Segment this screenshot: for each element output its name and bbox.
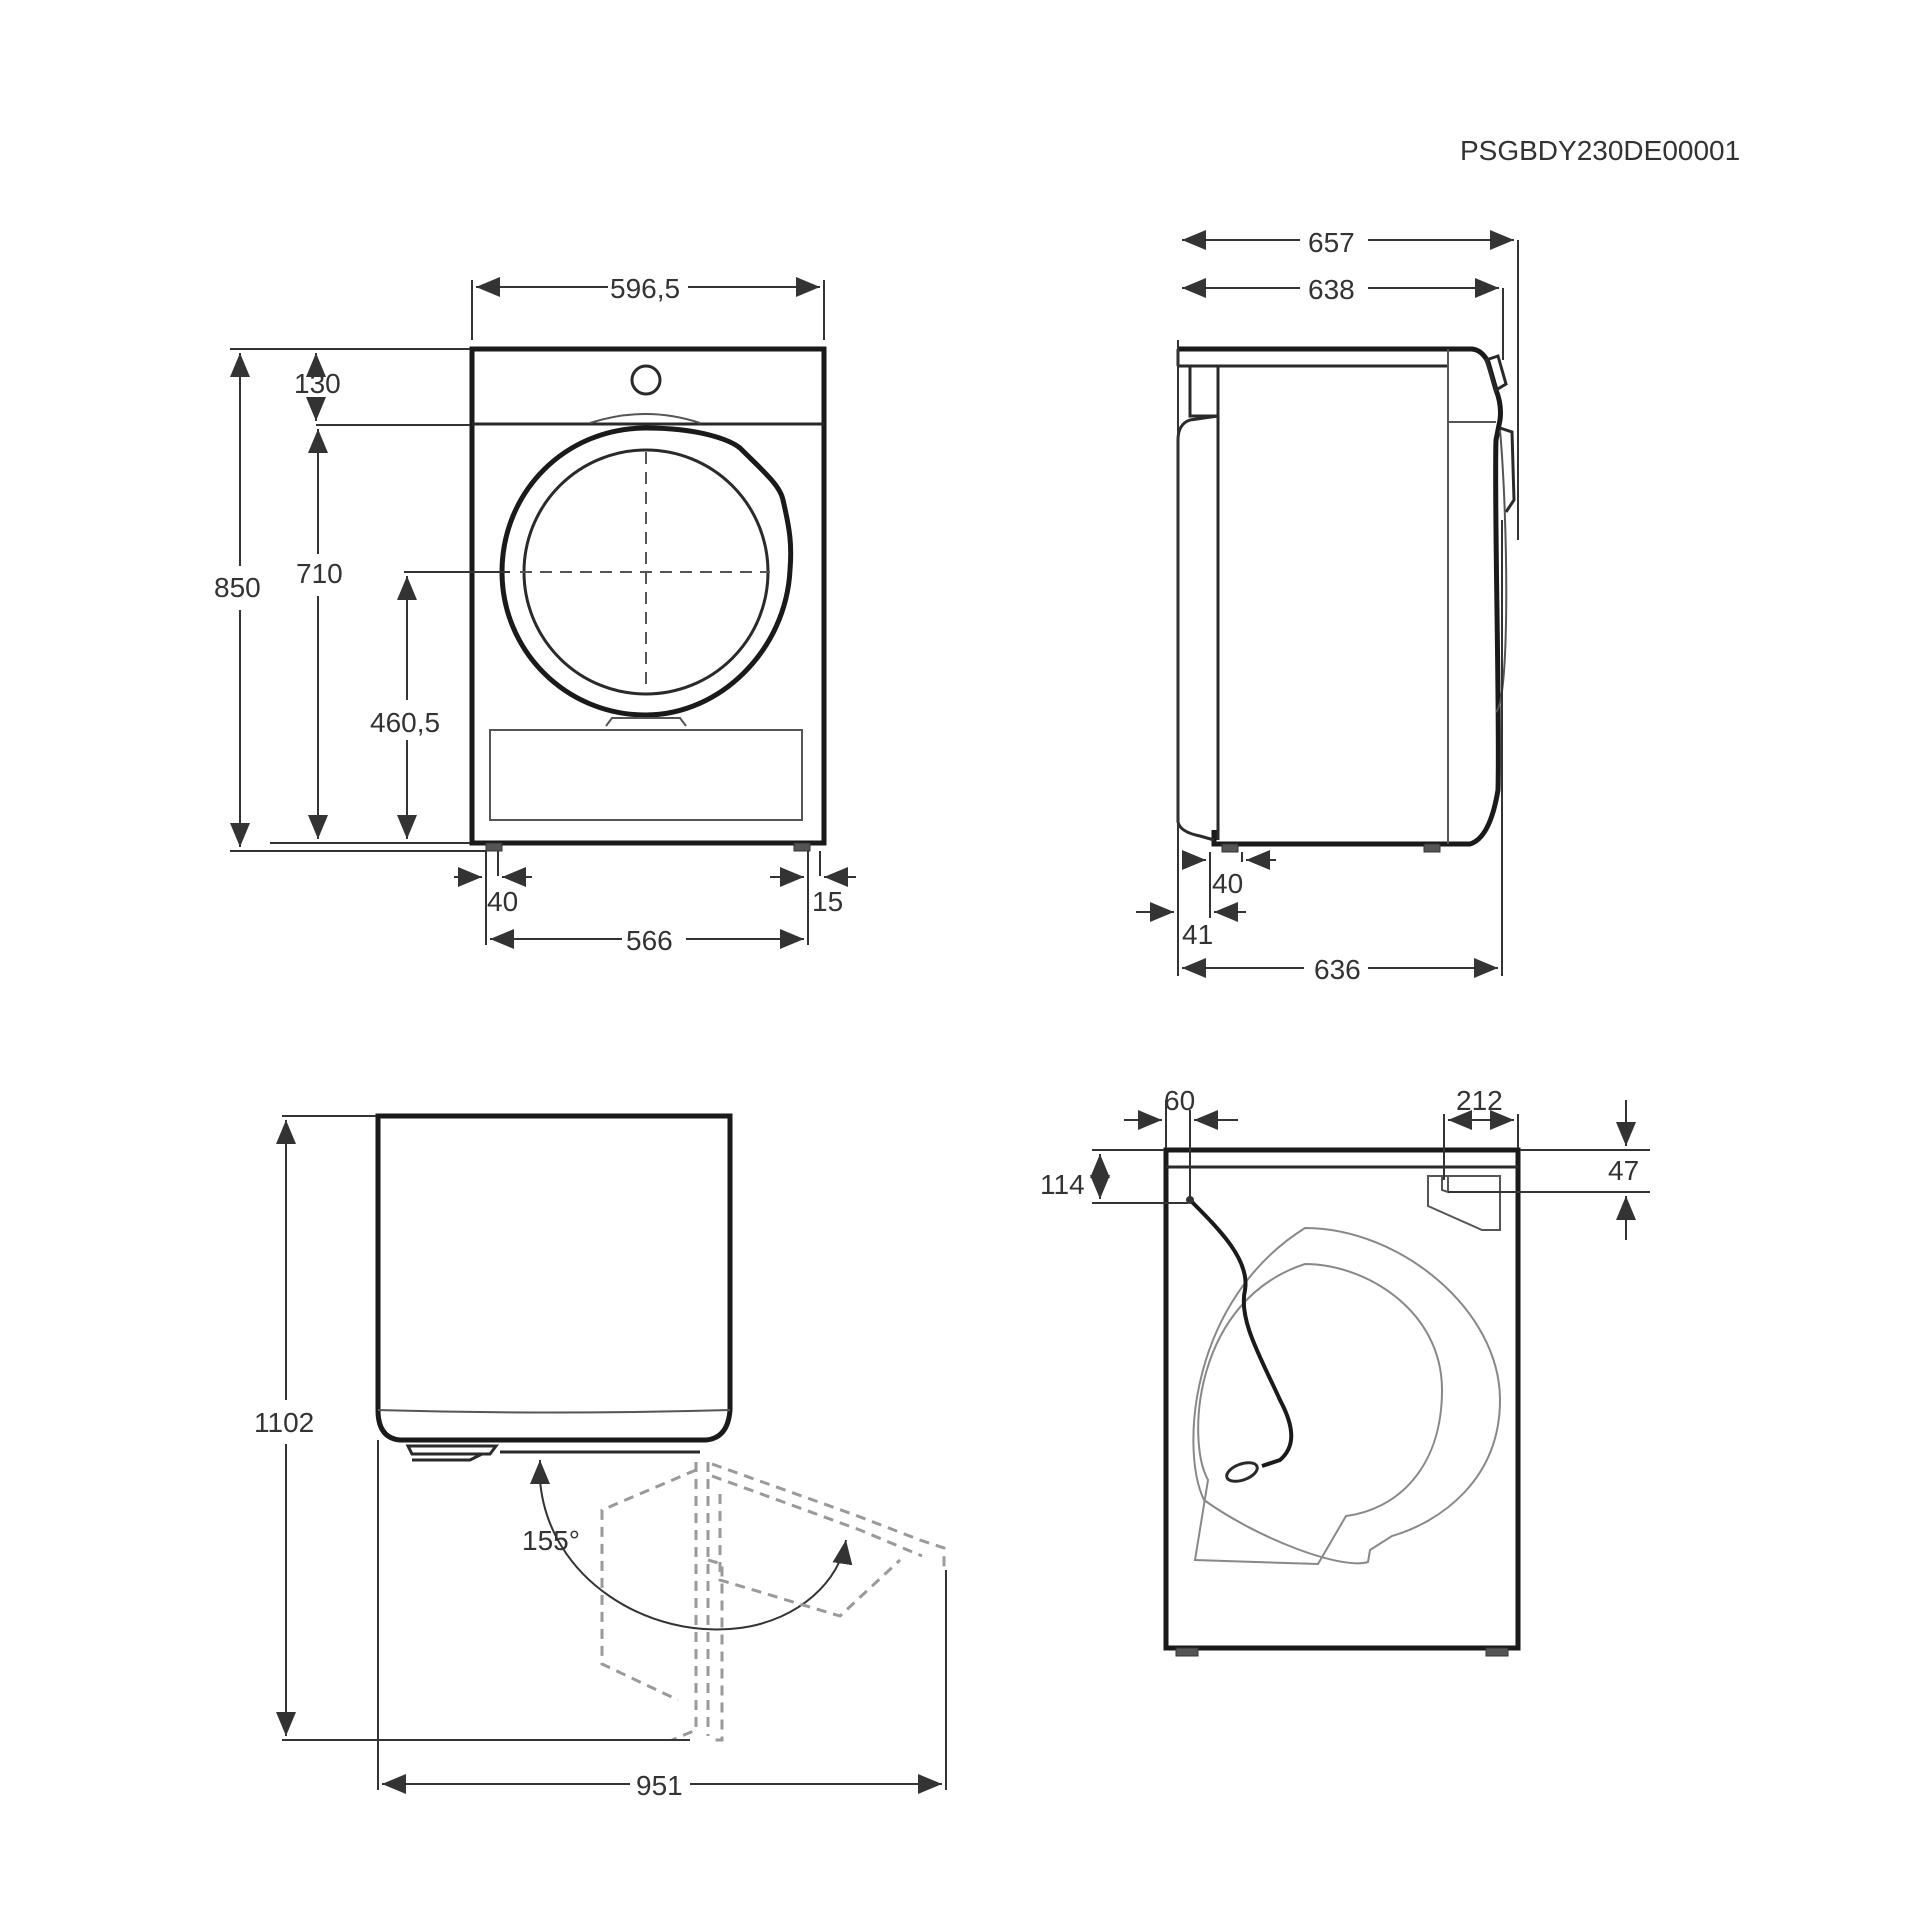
document-code: PSGBDY230DE00001 bbox=[1460, 135, 1740, 166]
side-total-depth-label: 657 bbox=[1308, 227, 1355, 258]
drum-outline bbox=[1193, 1262, 1444, 1566]
side-knob bbox=[1484, 354, 1508, 393]
rear-outlet-y-label: 47 bbox=[1608, 1155, 1639, 1186]
front-body-height-label: 710 bbox=[296, 558, 343, 589]
power-cable bbox=[1188, 1198, 1294, 1468]
top-view-door-swing: 155° 1102 951 bbox=[254, 1113, 947, 1801]
side-view: 657 638 40 41 636 bbox=[1136, 227, 1519, 985]
control-knob-icon bbox=[630, 364, 662, 396]
plug-icon bbox=[1225, 1461, 1259, 1483]
side-base-depth-label: 636 bbox=[1314, 954, 1361, 985]
door-outline bbox=[499, 425, 794, 718]
side-foot-offset-label: 40 bbox=[1212, 868, 1243, 899]
front-left-foot-label: 40 bbox=[487, 886, 518, 917]
side-top-depth-label: 638 bbox=[1308, 274, 1355, 305]
rear-cable-y-label: 114 bbox=[1040, 1169, 1085, 1200]
top-depth-label: 1102 bbox=[254, 1407, 314, 1438]
door-angle-label: 155° bbox=[522, 1525, 580, 1556]
front-right-foot-label: 15 bbox=[812, 886, 843, 917]
side-rear-offset-label: 41 bbox=[1182, 919, 1213, 950]
rear-outlet-x-label: 212 bbox=[1456, 1085, 1503, 1116]
plinth-panel bbox=[489, 729, 803, 821]
front-total-height-label: 850 bbox=[214, 572, 261, 603]
front-top-panel-label: 130 bbox=[294, 368, 341, 399]
top-width-label: 951 bbox=[636, 1770, 683, 1801]
front-width-label: 596,5 bbox=[610, 273, 680, 304]
front-feet-span-label: 566 bbox=[626, 925, 673, 956]
appliance-body bbox=[375, 1113, 733, 1443]
rear-view: 60 114 212 47 bbox=[1040, 1085, 1650, 1657]
water-outlet-panel bbox=[1427, 1175, 1501, 1231]
front-door-center-label: 460,5 bbox=[370, 707, 440, 738]
rear-cable-x-label: 60 bbox=[1164, 1085, 1195, 1116]
front-view: 596,5 850 130 710 460,5 40 15 566 bbox=[214, 273, 856, 956]
